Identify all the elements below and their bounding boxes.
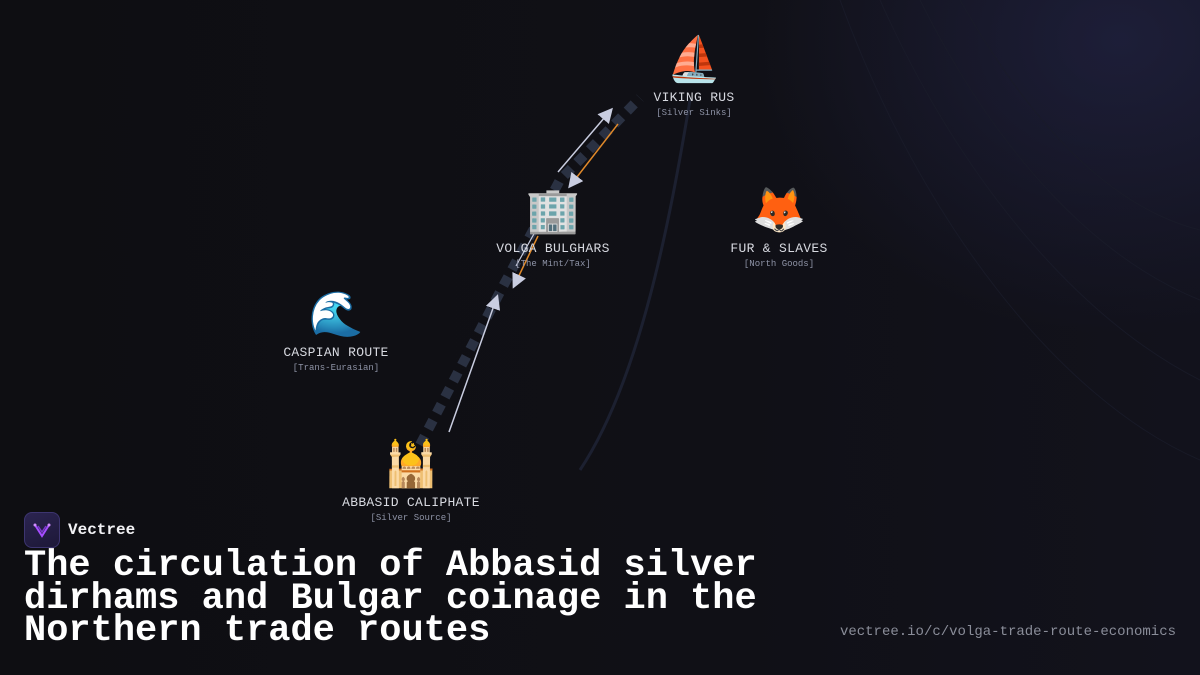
node-volga-bulghars[interactable]: 🏢 VOLGA BULGHARS [The Mint/Tax] <box>453 185 653 269</box>
mosque-icon: 🕌 <box>383 439 439 490</box>
flow-arrow-bulghars-down <box>512 235 539 289</box>
node-fur-slaves[interactable]: 🦊 FUR & SLAVES [North Goods] <box>679 185 879 269</box>
node-label: ABBASID CALIPHATE <box>342 495 480 510</box>
node-sublabel: [Silver Source] <box>370 513 452 523</box>
sailboat-icon: ⛵ <box>666 34 722 85</box>
node-sublabel: [Trans-Eurasian] <box>292 363 380 373</box>
node-label: VOLGA BULGHARS <box>496 241 610 256</box>
brand-name: Vectree <box>68 521 136 539</box>
flow-line-bulghars-up <box>515 231 536 267</box>
flow-arrow-viking-to-bulghars <box>568 123 619 189</box>
node-caspian-route[interactable]: 🌊 CASPIAN ROUTE [Trans-Eurasian] <box>236 289 436 373</box>
brand[interactable]: Vectree <box>24 512 135 548</box>
node-viking-rus[interactable]: ⛵ VIKING RUS [Silver Sinks] <box>594 34 794 118</box>
trade-route-dashed <box>415 94 644 448</box>
node-sublabel: [North Goods] <box>743 259 815 269</box>
node-sublabel: [Silver Sinks] <box>656 108 732 118</box>
node-abbasid-caliphate[interactable]: 🕌 ABBASID CALIPHATE [Silver Source] <box>311 439 511 523</box>
page-title: The circulation of Abbasid silver dirham… <box>24 545 757 652</box>
river-path <box>578 99 692 471</box>
fox-icon: 🦊 <box>751 185 807 236</box>
node-sublabel: [The Mint/Tax] <box>515 259 591 269</box>
vectree-logo-icon <box>24 512 60 548</box>
flow-arrow-abbasid-to-bulghars <box>448 294 501 433</box>
node-label: FUR & SLAVES <box>730 241 828 256</box>
source-url[interactable]: vectree.io/c/volga-trade-route-economics <box>839 624 1176 640</box>
flow-arrow-bulghars-to-viking <box>557 107 613 173</box>
node-label: CASPIAN ROUTE <box>283 345 389 360</box>
office-building-icon: 🏢 <box>525 185 581 236</box>
wave-icon: 🌊 <box>308 289 364 340</box>
node-label: VIKING RUS <box>653 90 735 105</box>
